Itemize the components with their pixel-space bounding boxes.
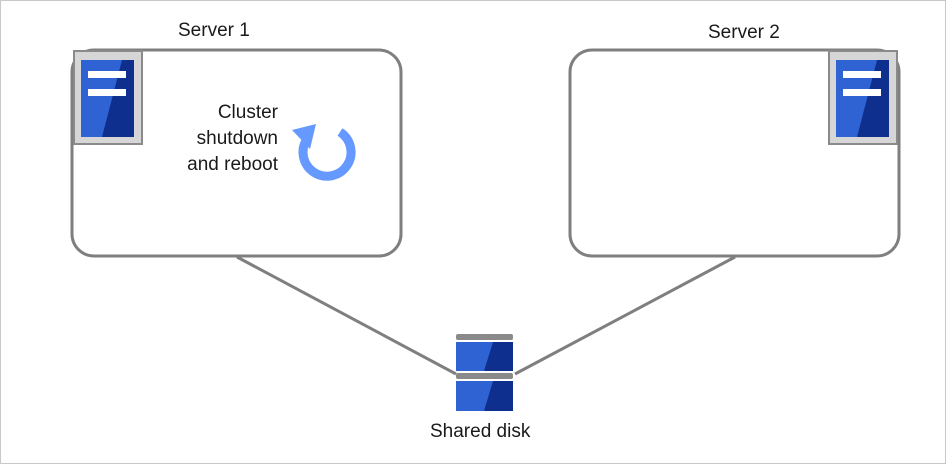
- action-line-2: shutdown: [196, 128, 278, 149]
- action-line-1: Cluster: [217, 102, 278, 123]
- connector-server1-disk: [236, 255, 457, 376]
- connector-server2-disk: [514, 255, 736, 376]
- server1-label: Server 1: [178, 20, 250, 41]
- cluster-action-label: Cluster shutdown and reboot: [168, 100, 278, 178]
- server1-icon: [73, 50, 143, 145]
- server2-label: Server 2: [708, 22, 780, 43]
- server2-icon: [828, 50, 898, 145]
- action-line-3: and reboot: [187, 154, 278, 175]
- server1-box: [70, 48, 403, 258]
- server2-box: [568, 48, 901, 258]
- reboot-arrow-icon: [292, 124, 356, 181]
- shared-disk-label: Shared disk: [430, 421, 531, 442]
- shared-disk-icon: [456, 334, 513, 411]
